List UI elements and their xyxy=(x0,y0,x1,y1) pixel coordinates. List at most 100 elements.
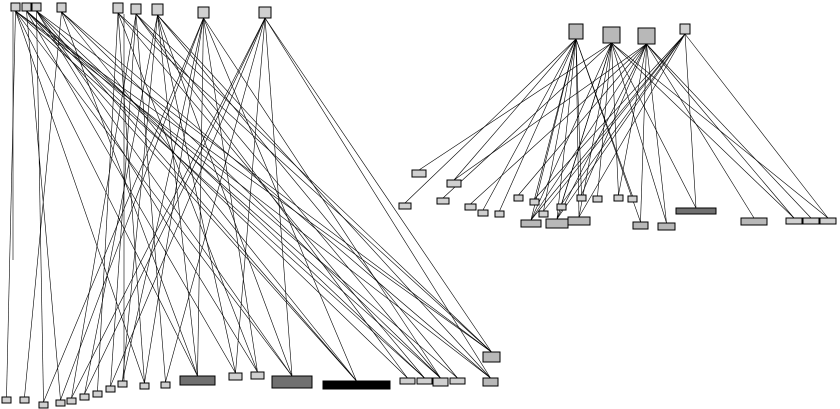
graph-node[interactable] xyxy=(258,6,272,19)
graph-node[interactable] xyxy=(482,377,499,387)
graph-edge xyxy=(135,13,441,379)
graph-edge xyxy=(543,33,686,212)
graph-edge xyxy=(470,43,647,205)
graph-edge xyxy=(6,10,16,398)
graph-node[interactable] xyxy=(679,23,691,35)
graph-node[interactable] xyxy=(151,3,164,16)
graph-node[interactable] xyxy=(56,2,67,13)
graph-node[interactable] xyxy=(576,194,587,202)
graph-node[interactable] xyxy=(19,396,30,404)
graph-node[interactable] xyxy=(637,27,656,45)
graph-edge xyxy=(534,33,686,200)
graph-node[interactable] xyxy=(464,203,477,211)
graph-edge xyxy=(60,17,204,401)
graph-edge xyxy=(611,42,667,224)
graph-edge xyxy=(418,42,612,171)
graph-edge xyxy=(117,12,492,353)
graph-node[interactable] xyxy=(399,377,416,385)
graph-node[interactable] xyxy=(432,377,449,387)
graph-edge xyxy=(15,10,198,377)
graph-node[interactable] xyxy=(250,371,265,380)
graph-node[interactable] xyxy=(1,396,12,404)
graph-node[interactable] xyxy=(513,194,524,202)
graph-node[interactable] xyxy=(482,351,501,363)
graph-node[interactable] xyxy=(79,393,90,401)
graph-edge xyxy=(110,13,137,387)
graph-node[interactable] xyxy=(785,217,803,225)
graph-node[interactable] xyxy=(567,216,591,226)
graph-node[interactable] xyxy=(197,6,210,19)
graph-node[interactable] xyxy=(117,380,128,388)
graph-edge xyxy=(518,43,647,196)
graph-node[interactable] xyxy=(66,397,77,405)
graph-node[interactable] xyxy=(10,2,21,12)
graph-node[interactable] xyxy=(740,217,768,226)
graph-edge xyxy=(575,38,641,223)
graph-node[interactable] xyxy=(568,23,584,40)
graph-node[interactable] xyxy=(632,221,649,230)
graph-node[interactable] xyxy=(92,390,103,398)
graph-edge xyxy=(575,38,580,218)
graph-edge xyxy=(646,43,812,219)
graph-edge xyxy=(611,42,795,219)
graph-node[interactable] xyxy=(436,197,450,205)
graph-edge xyxy=(404,38,577,204)
graph-node[interactable] xyxy=(160,381,171,389)
graph-node[interactable] xyxy=(38,401,49,409)
graph-node[interactable] xyxy=(179,375,216,386)
graph-node[interactable] xyxy=(398,202,412,210)
graph-node[interactable] xyxy=(139,382,150,390)
graph-edge xyxy=(36,10,44,403)
graph-node[interactable] xyxy=(446,179,462,188)
graph-node[interactable] xyxy=(802,217,820,225)
graph-node[interactable] xyxy=(105,385,116,393)
graph-edge xyxy=(165,17,266,383)
graph-edge xyxy=(578,42,612,218)
graph-node[interactable] xyxy=(657,222,676,231)
graph-node[interactable] xyxy=(21,2,32,12)
graph-edge xyxy=(84,17,266,395)
graph-edge xyxy=(36,10,357,382)
graph-node[interactable] xyxy=(31,2,42,12)
graph-node[interactable] xyxy=(411,169,427,178)
graph-edge xyxy=(530,33,686,221)
graph-node[interactable] xyxy=(819,217,837,225)
graph-node[interactable] xyxy=(130,3,142,15)
graph-node[interactable] xyxy=(228,372,243,381)
graph-node[interactable] xyxy=(592,195,603,203)
graph-node[interactable] xyxy=(556,203,567,211)
graph-node[interactable] xyxy=(322,380,391,390)
graph-edge xyxy=(197,17,204,377)
graph-node[interactable] xyxy=(613,194,624,202)
graph-edge xyxy=(122,14,158,382)
graph-node[interactable] xyxy=(416,377,433,385)
graph-node[interactable] xyxy=(449,377,466,385)
graph-edge xyxy=(264,17,491,379)
graph-node[interactable] xyxy=(477,209,489,217)
graph-edge xyxy=(646,43,755,219)
graph-node[interactable] xyxy=(271,375,313,389)
graph-node[interactable] xyxy=(112,2,124,14)
graph-edge xyxy=(442,42,612,199)
graph-node[interactable] xyxy=(529,198,540,206)
graph-node[interactable] xyxy=(545,218,569,229)
graph-edge xyxy=(556,38,577,220)
graph-node[interactable] xyxy=(494,210,505,218)
graph-node[interactable] xyxy=(538,210,549,218)
graph-edge xyxy=(530,43,647,221)
graph-node[interactable] xyxy=(520,219,542,228)
graph-node[interactable] xyxy=(55,399,66,407)
graph-edge xyxy=(556,33,686,220)
graph-node[interactable] xyxy=(675,207,717,215)
graph-node[interactable] xyxy=(627,195,638,203)
graph-edge xyxy=(203,17,357,382)
graph-edge xyxy=(36,10,258,373)
graph-edge xyxy=(578,33,686,218)
graph-edge xyxy=(646,43,667,224)
graph-edge xyxy=(157,14,458,379)
graph-edge xyxy=(26,10,61,401)
graph-edge xyxy=(71,17,266,399)
graph-node[interactable] xyxy=(602,26,621,44)
graph-edge xyxy=(36,10,425,379)
